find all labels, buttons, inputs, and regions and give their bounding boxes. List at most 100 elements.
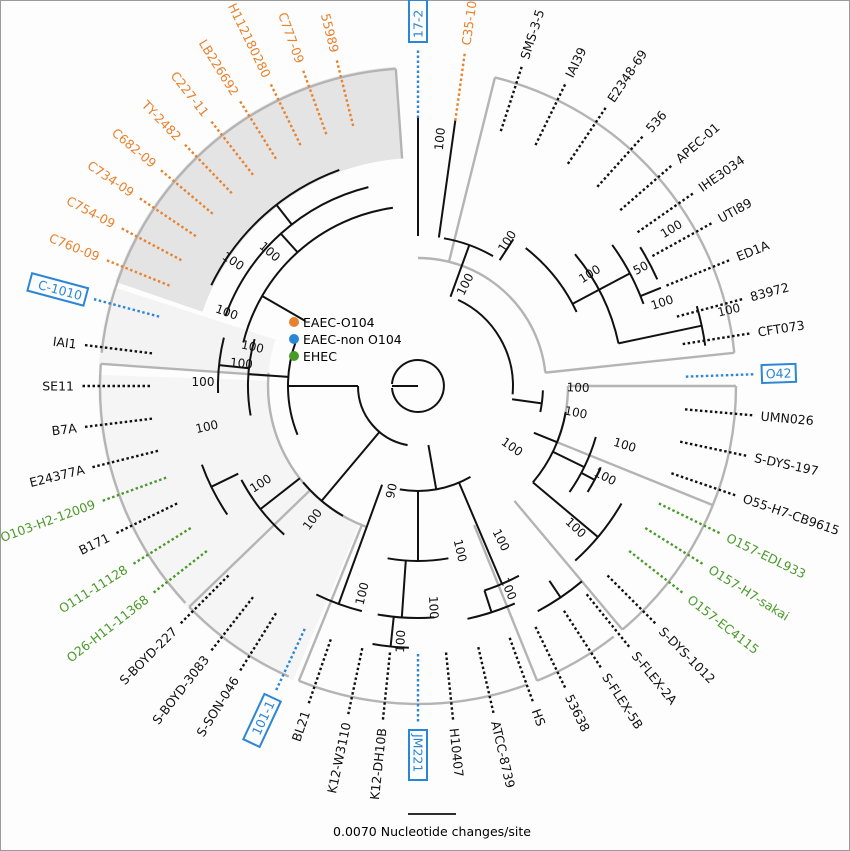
tip-branch — [636, 192, 694, 234]
tip-label-group: UMN026 — [760, 409, 814, 429]
tip-branch — [684, 408, 753, 417]
tip-label-group: ATCC-8739 — [488, 720, 518, 790]
clade-ring-edge — [297, 524, 363, 682]
internal-branch-radial — [218, 364, 250, 370]
bootstrap-value: 100 — [194, 418, 219, 436]
tip-label: IAI1 — [52, 334, 78, 352]
tip-label: SE11 — [42, 379, 74, 394]
internal-branch-arc — [639, 246, 659, 280]
clade-ring-edge — [545, 351, 735, 374]
internal-branch-radial — [275, 204, 293, 226]
tip-branch — [658, 502, 721, 535]
tip-label: C760-09 — [47, 230, 102, 264]
tip-label-group: JM221 — [408, 729, 428, 781]
tip-label: S-DYS-197 — [753, 450, 820, 478]
internal-branch-radial — [548, 580, 562, 598]
internal-branch-radial — [337, 484, 384, 605]
tip-branch — [159, 169, 214, 215]
internal-branch-radial — [640, 286, 662, 298]
tip-label-group: UTI89 — [715, 195, 754, 226]
internal-branch-radial — [280, 232, 299, 253]
tip-branch — [499, 66, 523, 132]
tip-branch — [671, 472, 737, 497]
tip-label: O42 — [766, 366, 792, 382]
bootstrap-value: 50 — [631, 258, 651, 277]
tip-label-group: HS — [529, 707, 549, 728]
bootstrap-value: 100 — [432, 127, 448, 151]
internal-branch-arc — [457, 298, 514, 395]
tip-branch — [508, 637, 535, 703]
clade-ring — [98, 363, 187, 604]
bootstrap-value: 100 — [592, 465, 619, 488]
tip-branch — [152, 550, 208, 594]
tip-branch — [566, 106, 607, 165]
tip-label: LB226692 — [196, 37, 242, 99]
tip-label-group: BL21 — [289, 709, 313, 744]
tip-label: 536 — [643, 108, 670, 136]
internal-branch-radial — [210, 472, 239, 488]
clade-ring-edge — [100, 362, 269, 377]
tip-label-group: C35-10 — [458, 0, 479, 46]
tip-label-group: C754-09 — [64, 193, 118, 231]
bootstrap-value: 100 — [426, 596, 441, 620]
tip-label-group: S-DYS-197 — [753, 450, 820, 478]
tip-label: ED1A — [734, 237, 772, 264]
tip-label-group: LB226692 — [196, 37, 242, 99]
internal-branch-radial — [259, 477, 301, 510]
tip-label-group: C760-09 — [47, 230, 102, 264]
clade-ring — [188, 606, 290, 678]
tip-label-group: S-DYS-1012 — [656, 624, 718, 686]
internal-branch-arc — [525, 247, 578, 313]
tree-branches — [200, 118, 707, 649]
tip-label-group: S-SON-046 — [193, 674, 242, 740]
bootstrap-value: 100 — [649, 292, 675, 312]
tip-branch — [179, 574, 230, 625]
internal-branch-radial — [261, 295, 306, 322]
tip-label: B7A — [51, 420, 78, 438]
tip-label: O111-11128 — [56, 562, 130, 616]
bootstrap-value: 100 — [240, 338, 265, 356]
tip-label: APEC-01 — [673, 120, 723, 166]
tip-branch — [346, 647, 364, 715]
tip-label-group: E2348-69 — [604, 47, 650, 105]
legend-label-eaec-o104: EAEC-O104 — [303, 315, 375, 330]
legend: EAEC-O104 EAEC-non O104 EHEC — [289, 315, 402, 364]
clade-ring-edge — [447, 77, 497, 263]
tip-label: UTI89 — [715, 195, 754, 226]
tip-label-group: S-FLEX-2A — [629, 649, 681, 708]
o104-clade-shade — [115, 66, 403, 312]
tip-label-group: 17-2 — [408, 0, 428, 43]
internal-branch-arc — [210, 168, 340, 286]
tip-label-group: C777-09 — [275, 10, 307, 65]
clade-ring — [266, 372, 368, 529]
tip-branches — [82, 50, 754, 722]
bootstrap-value: 100 — [256, 239, 282, 265]
clade-ring — [417, 256, 547, 373]
tip-label: E2348-69 — [604, 47, 650, 105]
tip-label-group: IAI39 — [562, 45, 589, 80]
tip-label-group: O111-11128 — [56, 562, 130, 616]
tip-branch — [619, 164, 673, 212]
tip-label-group: B7A — [51, 420, 78, 438]
clade-rings — [98, 66, 738, 706]
clade-ring — [621, 385, 738, 631]
tip-label-group: 53638 — [562, 692, 593, 734]
legend-dot-ehec — [289, 351, 299, 361]
tip-label: H10407 — [447, 727, 467, 777]
tip-label-box — [408, 0, 428, 43]
tip-label: O55-H7-CB9615 — [741, 491, 842, 538]
tip-label-group: K12-W3110 — [324, 721, 354, 795]
tip-label: H112180280 — [225, 1, 274, 80]
tip-label-group: H112180280 — [225, 1, 274, 80]
tip-branch — [138, 197, 197, 238]
tip-label: IAI39 — [562, 45, 589, 80]
internal-branch-radial — [427, 444, 438, 490]
tip-branch — [269, 83, 302, 146]
clade-ring-edge — [473, 524, 539, 682]
tip-branch — [301, 69, 328, 135]
tip-branch — [685, 373, 754, 378]
tip-label: ATCC-8739 — [488, 720, 518, 790]
internal-branch-arc — [695, 305, 707, 346]
tip-label: K12-W3110 — [324, 721, 354, 795]
legend-dot-eaec-non-o104 — [289, 334, 299, 344]
